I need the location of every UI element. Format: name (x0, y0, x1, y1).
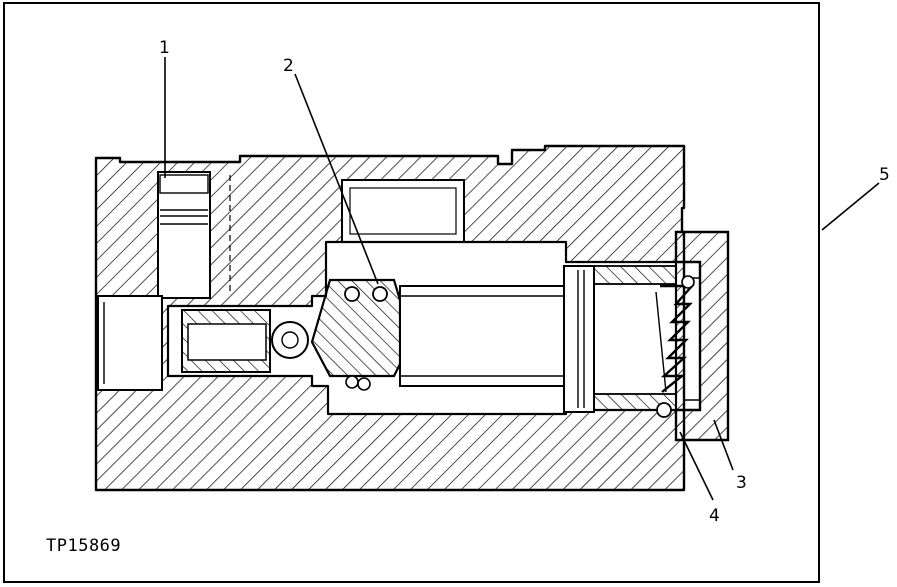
callout-leaders (164, 57, 880, 501)
poppet (310, 278, 402, 391)
callout-1-label: 1 (159, 38, 170, 58)
callout-3-label: 3 (736, 473, 747, 493)
callout-2-label: 2 (283, 56, 294, 76)
figure-id: TP15869 (46, 536, 121, 556)
check-ball-assembly (181, 309, 309, 373)
callout-4-label: 4 (709, 506, 720, 526)
callout-5-label: 5 (879, 165, 890, 185)
spring (655, 275, 695, 418)
figure-frame (3, 2, 820, 583)
spool-sleeve (399, 265, 677, 413)
